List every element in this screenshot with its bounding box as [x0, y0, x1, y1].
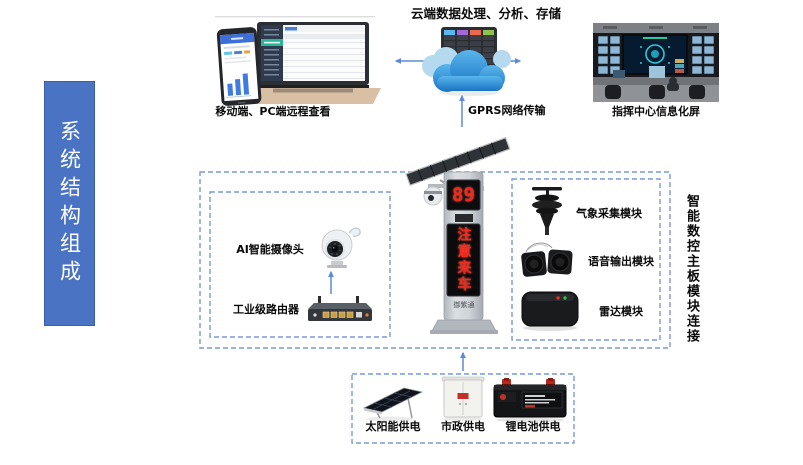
radar-module-label: 雷达模块 — [599, 305, 643, 318]
phone-icon — [216, 27, 262, 106]
cloud-servers-icon — [422, 27, 511, 96]
battery-power-label: 锂电池供电 — [505, 420, 561, 433]
gprs-label: GPRS网络传输 — [468, 104, 546, 117]
mains-power-label: 市政供电 — [441, 420, 485, 433]
warning-pole-image — [405, 136, 511, 334]
pole-led-sign: 注意来车 — [455, 227, 472, 293]
solar-power-label: 太阳能供电 — [365, 420, 421, 433]
power-dashed-box — [351, 373, 575, 444]
battery-power-icon — [493, 378, 567, 423]
pole-led-number: 89 — [452, 183, 475, 206]
section-title-banner: 系统结构组成 — [44, 81, 95, 326]
section-title: 系统结构组成 — [57, 119, 82, 288]
solar-power-icon — [362, 387, 424, 422]
router-label: 工业级路由器 — [233, 303, 299, 316]
command-center-image — [593, 23, 719, 102]
ai-camera-label: AI智能摄像头 — [236, 243, 304, 256]
pole-brand-label: 御紫通 — [453, 301, 475, 309]
ptz-camera-icon — [321, 227, 361, 268]
voice-module-label: 语音输出模块 — [588, 255, 654, 268]
cloud-title: 云端数据处理、分析、存储 — [410, 6, 561, 21]
mains-power-icon — [441, 376, 485, 421]
radar-module-icon — [521, 291, 579, 331]
camera-router-dashed-box — [209, 191, 391, 338]
weather-module-label: 气象采集模块 — [576, 207, 642, 220]
voice-module-icon — [521, 242, 573, 277]
router-icon — [308, 296, 372, 321]
mainboard-connection-label: 智能数控主板模块连接 — [684, 193, 699, 344]
client-label: 移动端、PC端远程查看 — [215, 105, 331, 118]
command-center-label: 指挥中心信息化屏 — [612, 105, 700, 118]
modules-dashed-box — [511, 178, 661, 341]
weather-module-icon — [532, 187, 562, 235]
client-devices-image — [215, 16, 381, 106]
